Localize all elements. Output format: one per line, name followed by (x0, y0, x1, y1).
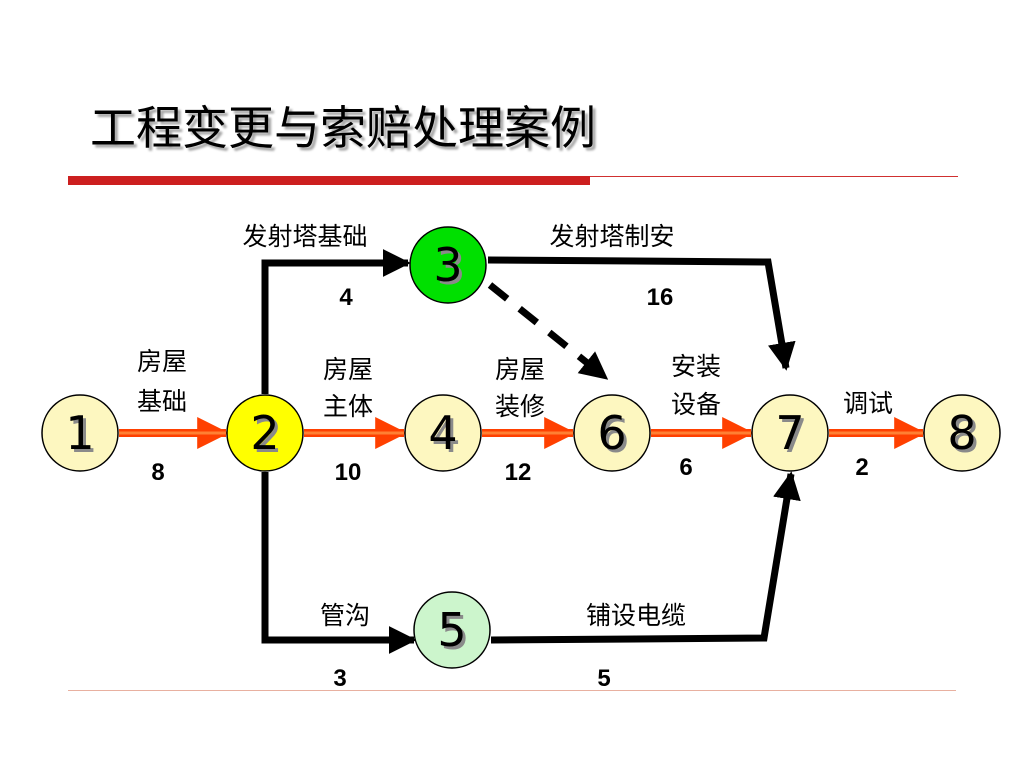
arrow-2-5 (261, 472, 417, 654)
activity-duration-3-7: 16 (647, 284, 674, 311)
activity-duration-7-8: 2 (855, 454, 868, 481)
activity-name-5-7: 铺设电缆 (586, 601, 686, 630)
activity-duration-2-3: 4 (339, 284, 353, 311)
activity-name-1-2: 房屋 (137, 347, 187, 376)
event-node-label-1: 1 (65, 406, 94, 460)
svg-text:6: 6 (600, 409, 629, 463)
activity-name-7-8: 调试 (843, 389, 893, 418)
page-title: 工程变更与索赔处理案例 (90, 101, 596, 155)
activity-name-line2-6-7: 设备 (671, 390, 721, 419)
event-node-label-4: 4 (428, 406, 457, 460)
title-rule-thick (68, 176, 590, 185)
arrow-3-7 (487, 256, 796, 371)
activity-duration-5-7: 5 (597, 665, 610, 692)
event-node-7: 77 (751, 394, 829, 472)
svg-text:5: 5 (440, 606, 469, 660)
activity-duration-2-5: 3 (333, 665, 346, 692)
activity-duration-2-4: 10 (335, 459, 362, 486)
title-rule-thin (590, 176, 958, 177)
activity-name-2-4: 房屋 (323, 355, 373, 384)
event-node-6: 66 (573, 394, 651, 472)
footer-rule (68, 690, 956, 691)
activity-duration-6-7: 6 (679, 454, 692, 481)
event-node-label-7: 7 (775, 406, 804, 460)
activity-name-2-3: 发射塔基础 (242, 222, 367, 251)
arrow-2-3 (261, 249, 411, 394)
event-node-label-3: 3 (433, 238, 462, 292)
event-node-label-2: 2 (250, 406, 279, 460)
activity-name-3-7: 发射塔制安 (549, 222, 674, 251)
svg-text:2: 2 (253, 409, 282, 463)
activity-name-6-7: 安装 (671, 352, 721, 381)
event-node-3: 33 (409, 226, 487, 304)
event-node-label-6: 6 (597, 406, 626, 460)
activity-duration-1-2: 8 (151, 459, 164, 486)
event-node-1: 11 (41, 394, 119, 472)
dummy-arrow-3-6 (487, 282, 609, 381)
activity-name-4-6: 房屋 (495, 355, 545, 384)
activity-name-line2-1-2: 基础 (137, 387, 187, 416)
activity-duration-4-6: 12 (505, 459, 532, 486)
activity-name-line2-2-4: 主体 (323, 392, 373, 421)
arrow-5-7 (490, 471, 801, 644)
svg-text:7: 7 (778, 409, 807, 463)
event-node-5: 55 (413, 591, 491, 669)
event-node-label-8: 8 (947, 406, 976, 460)
event-node-4: 44 (404, 394, 482, 472)
event-node-2: 22 (226, 394, 304, 472)
event-node-8: 88 (923, 394, 1001, 472)
svg-text:4: 4 (431, 409, 460, 463)
activity-name-2-5: 管沟 (320, 601, 370, 630)
svg-text:3: 3 (436, 241, 465, 295)
svg-text:1: 1 (68, 409, 97, 463)
activity-name-line2-4-6: 装修 (495, 392, 545, 421)
svg-text:8: 8 (950, 409, 979, 463)
event-node-label-5: 5 (437, 603, 466, 657)
